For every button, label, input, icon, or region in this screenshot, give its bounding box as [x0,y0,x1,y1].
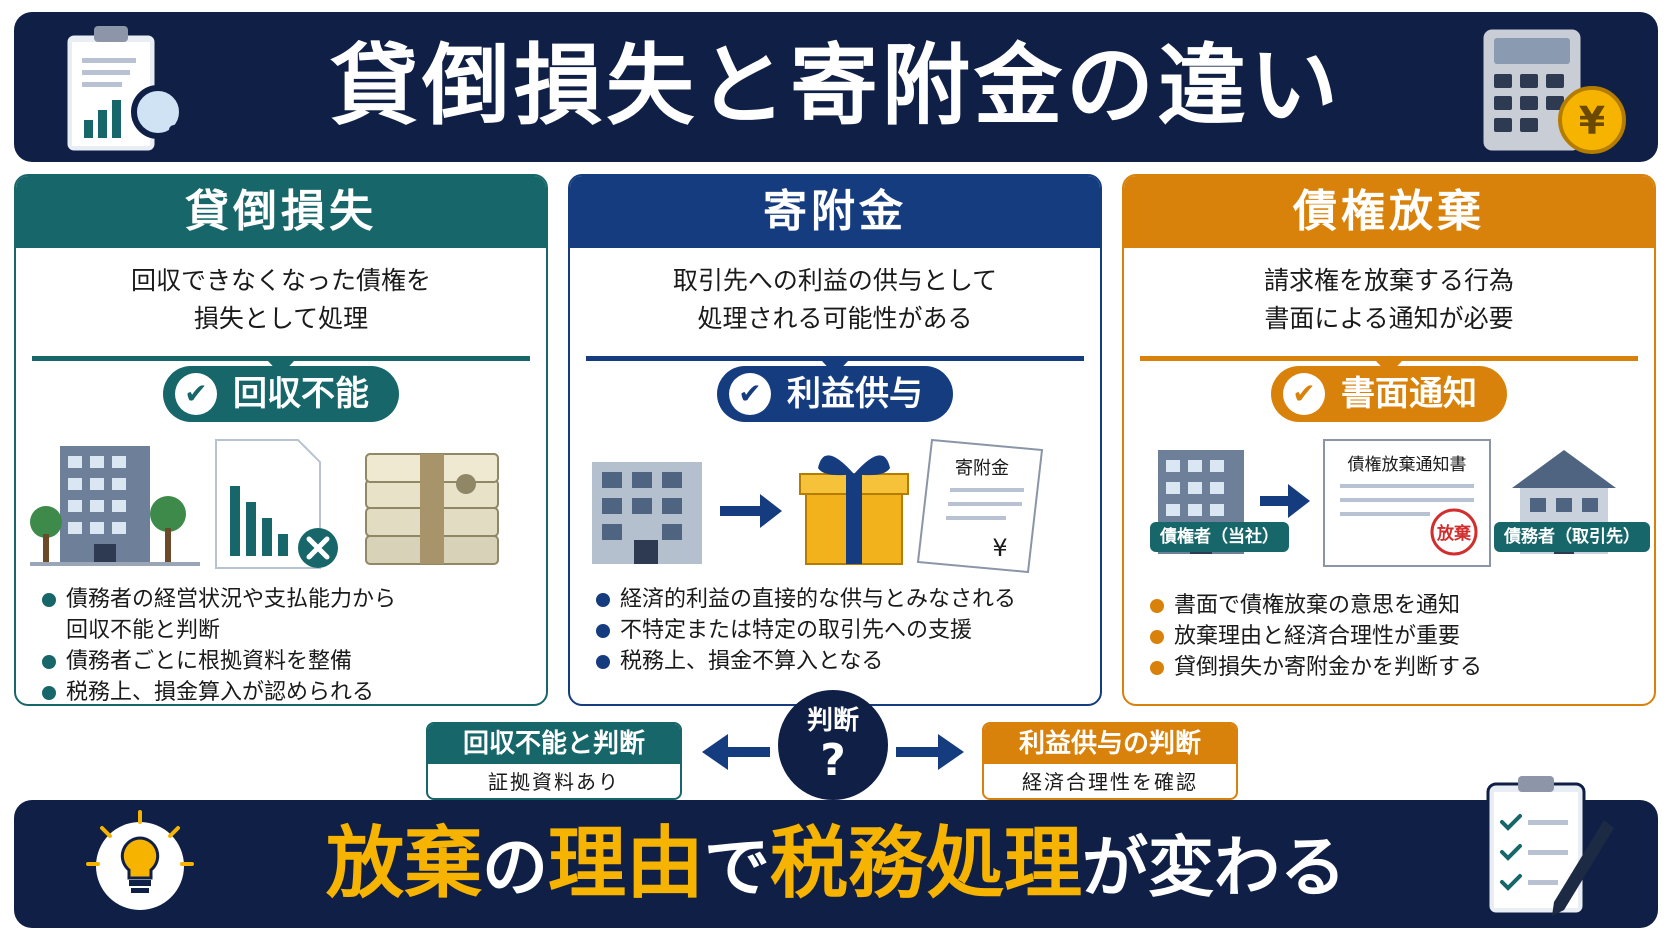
lead-line: 損失として処理 [193,304,369,333]
gift-box-icon [799,455,909,565]
yen-icon: ¥ [992,534,1007,562]
arrow-right-icon [896,734,964,770]
decision-left-title: 回収不能と判断 [428,724,680,764]
list-item: 税務上、損金不算入となる [594,646,1086,677]
panel-donation: 寄附金 取引先への利益の供与として 処理される可能性がある ✔ 利益供与 寄附金 [568,174,1102,706]
decision-left-sub: 証拠資料あり [488,770,620,794]
donation-illustration: 寄附金 ¥ [592,438,1044,574]
creditor-label: 債権者（当社） [1150,522,1289,552]
check-icon: ✔ [175,373,217,415]
bad-debt-illustration [30,439,499,569]
declining-chart-document-icon [215,439,338,569]
panel-title: 債権放棄 [1124,176,1654,248]
bullet-list: 書面で債権放棄の意思を通知 放棄理由と経済合理性が重要 貸倒損失か寄附金かを判断… [1148,590,1640,683]
check-icon: ✔ [1283,373,1325,415]
list-item-continuation: 回収不能と判断 [66,618,221,643]
arrow-left-icon [702,734,770,770]
list-item: 貸倒損失か寄附金かを判断する [1148,652,1640,683]
lightbulb-icon [86,810,194,910]
decision-right-sub: 経済合理性を確認 [1022,770,1198,794]
decision-right-title: 利益供与の判断 [984,724,1236,764]
bullet-list: 経済的利益の直接的な供与とみなされる 不特定または特定の取引先への支援 税務上、… [594,584,1086,677]
panel-lead: 請求権を放棄する行為 書面による通知が必要 [1124,248,1654,356]
check-icon: ✔ [729,373,771,415]
donation-document-icon: 寄附金 ¥ [916,438,1044,574]
office-building-icon [592,462,702,564]
panel-lead: 取引先への利益の供与として 処理される可能性がある [570,248,1100,356]
decision-right-box: 利益供与の判断 経済合理性を確認 [982,722,1238,800]
footer-banner: 放棄の理由で税務処理が変わる [14,776,1658,928]
document-label: 債権放棄通知書 [1348,455,1467,475]
arrow-right-icon [1260,484,1310,518]
lead-line: 取引先への利益の供与として [672,266,998,295]
yen-icon: ¥ [1579,99,1605,143]
divider [586,356,1084,375]
debt-waiver-illustration: 債権放棄通知書 放棄 [1158,439,1616,567]
banknote-stack-icon [365,453,499,565]
list-item: 放棄理由と経済合理性が重要 [1148,621,1640,652]
footer-part: 放棄 [325,819,482,909]
badge: ✔ 書面通知 [1271,366,1507,422]
panel-debt-waiver: 債権放棄 請求権を放棄する行為 書面による通知が必要 ✔ 書面通知 債権放棄通知… [1122,174,1656,706]
arrow-right-icon [720,494,782,528]
divider [32,356,530,375]
lead-line: 請求権を放棄する行為 [1263,266,1514,295]
debtor-label: 債務者（取引先） [1494,522,1650,552]
list-item: 不特定または特定の取引先への支援 [594,615,1086,646]
judgement-label: 判断 [806,706,859,736]
waiver-notice-document-icon: 債権放棄通知書 放棄 [1323,439,1491,567]
bullet-list: 債務者の経営状況や支払能力から 回収不能と判断 債務者ごとに根拠資料を整備 税務… [40,584,532,704]
list-item: 債務者ごとに根拠資料を整備 [40,646,532,677]
badge-label: 利益供与 [787,374,923,414]
decision-left-box: 回収不能と判断 証拠資料あり [426,722,682,800]
panel-title: 貸倒損失 [16,176,546,248]
list-item: 債務者の経営状況や支払能力から [40,584,532,615]
header-banner: 貸倒損失と寄附金の違い ¥ [14,12,1658,162]
footer-part: 理由 [547,819,704,909]
list-item: 書面で債権放棄の意思を通知 [1148,590,1640,621]
calculator-yen-icon: ¥ [1480,26,1626,154]
page-title: 貸倒損失と寄附金の違い [329,34,1342,137]
lead-line: 書面による通知が必要 [1264,304,1514,333]
lead-line: 処理される可能性がある [697,304,973,333]
office-building-icon [30,446,200,566]
divider [1140,356,1638,375]
badge: ✔ 利益供与 [717,366,953,422]
panel-title: 寄附金 [570,176,1100,248]
footer-part: で [704,829,770,906]
badge: ✔ 回収不能 [163,366,399,422]
footer-part: 税務処理 [770,819,1083,909]
question-icon: ? [820,735,846,786]
footer-part: の [481,829,548,906]
checklist-pen-icon [1486,776,1614,916]
list-item: 税務上、損金算入が認められる [40,677,532,704]
badge-label: 書面通知 [1341,374,1477,414]
lead-line: 回収できなくなった債権を [130,266,431,295]
list-item: 経済的利益の直接的な供与とみなされる [594,584,1086,615]
footer-message: 放棄の理由で税務処理が変わる [234,818,1438,914]
badge-label: 回収不能 [233,374,369,414]
panel-bad-debt: 貸倒損失 回収できなくなった債権を 損失として処理 ✔ 回収不能 [14,174,548,706]
footer-part: が変わる [1082,829,1347,906]
judgement-circle: 判断 ? [778,690,888,800]
document-label: 寄附金 [955,458,1009,479]
waiver-stamp: 放棄 [1436,523,1472,544]
clipboard-magnifier-icon [64,26,203,157]
panel-lead: 回収できなくなった債権を 損失として処理 [16,248,546,356]
